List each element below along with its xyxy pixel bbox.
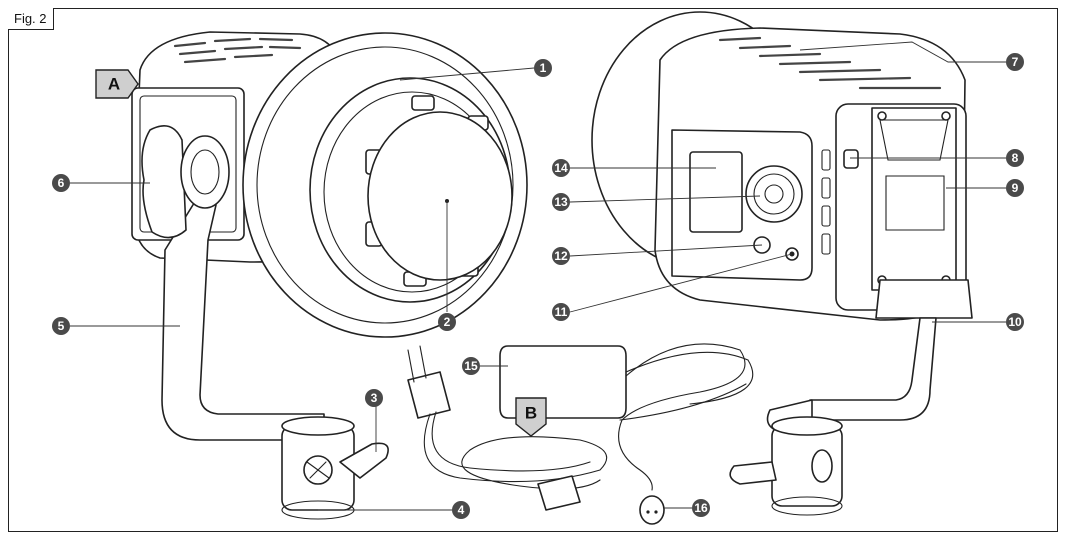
tag-a: A [95, 69, 139, 99]
callout-11: 11 [552, 303, 570, 321]
svg-text:12: 12 [554, 249, 568, 263]
lamp-rear-view [591, 11, 973, 516]
callout-15: 15 [462, 357, 480, 375]
svg-text:A: A [108, 75, 120, 94]
svg-text:15: 15 [464, 359, 478, 373]
svg-text:3: 3 [371, 391, 378, 405]
svg-text:8: 8 [1012, 151, 1019, 165]
callout-16: 16 [692, 499, 710, 517]
callout-10: 10 [1006, 313, 1024, 331]
svg-text:5: 5 [58, 319, 65, 333]
figure-frame [8, 8, 1058, 532]
svg-text:9: 9 [1012, 181, 1019, 195]
callout-9: 9 [1006, 179, 1024, 197]
svg-text:4: 4 [458, 503, 465, 517]
svg-text:6: 6 [58, 176, 65, 190]
callout-12: 12 [552, 247, 570, 265]
rear-top-vents [718, 36, 942, 90]
svg-text:13: 13 [554, 195, 568, 209]
svg-text:11: 11 [555, 305, 568, 319]
svg-text:1: 1 [540, 61, 547, 75]
callout-4: 4 [452, 501, 470, 519]
callout-14: 14 [552, 159, 570, 177]
svg-text:14: 14 [554, 161, 568, 175]
top-vents [173, 37, 302, 64]
svg-text:B: B [525, 404, 537, 423]
power-supply-and-cables [407, 343, 754, 525]
tag-b: B [515, 397, 547, 437]
callout-5: 5 [52, 317, 70, 335]
svg-text:10: 10 [1008, 315, 1022, 329]
callout-2: 2 [438, 313, 456, 331]
svg-text:2: 2 [444, 315, 451, 329]
callout-8: 8 [1006, 149, 1024, 167]
callout-13: 13 [552, 193, 570, 211]
callout-6: 6 [52, 174, 70, 192]
figure-label: Fig. 2 [8, 8, 54, 30]
lamp-front-view [131, 31, 528, 520]
svg-text:7: 7 [1012, 55, 1019, 69]
callout-7: 7 [1006, 53, 1024, 71]
svg-text:16: 16 [694, 501, 708, 515]
leader-lines [70, 41, 1006, 511]
callout-1: 1 [534, 59, 552, 77]
callout-3: 3 [365, 389, 383, 407]
